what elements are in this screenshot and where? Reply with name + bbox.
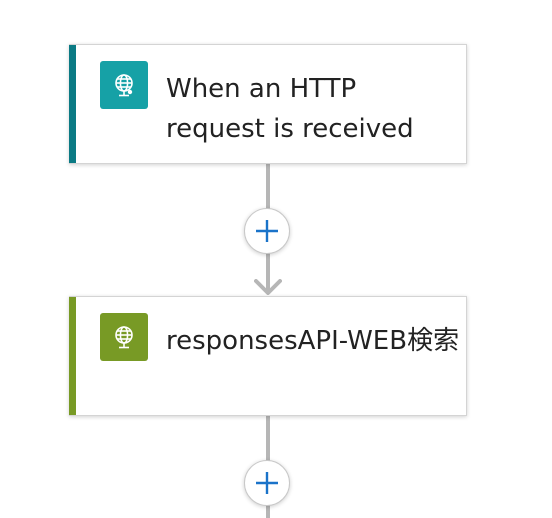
add-step-button[interactable] (244, 460, 290, 506)
plus-icon (256, 472, 278, 494)
globe-icon (115, 326, 133, 349)
add-step-button[interactable] (244, 208, 290, 254)
globe-icon (115, 74, 133, 97)
card-title: When an HTTP request is received (166, 74, 414, 144)
action-icon-tile (100, 313, 148, 361)
trigger-icon-tile (100, 61, 148, 109)
card-title: responsesAPI-WEB検索 (166, 326, 460, 356)
trigger-card-http-request[interactable]: When an HTTP request is received (69, 44, 467, 164)
plus-icon (256, 220, 278, 242)
card-accent-bar (69, 297, 76, 415)
action-card-responses-api[interactable]: responsesAPI-WEB検索 (69, 296, 467, 416)
arrow-down-icon (254, 279, 282, 295)
card-accent-bar (69, 45, 76, 163)
